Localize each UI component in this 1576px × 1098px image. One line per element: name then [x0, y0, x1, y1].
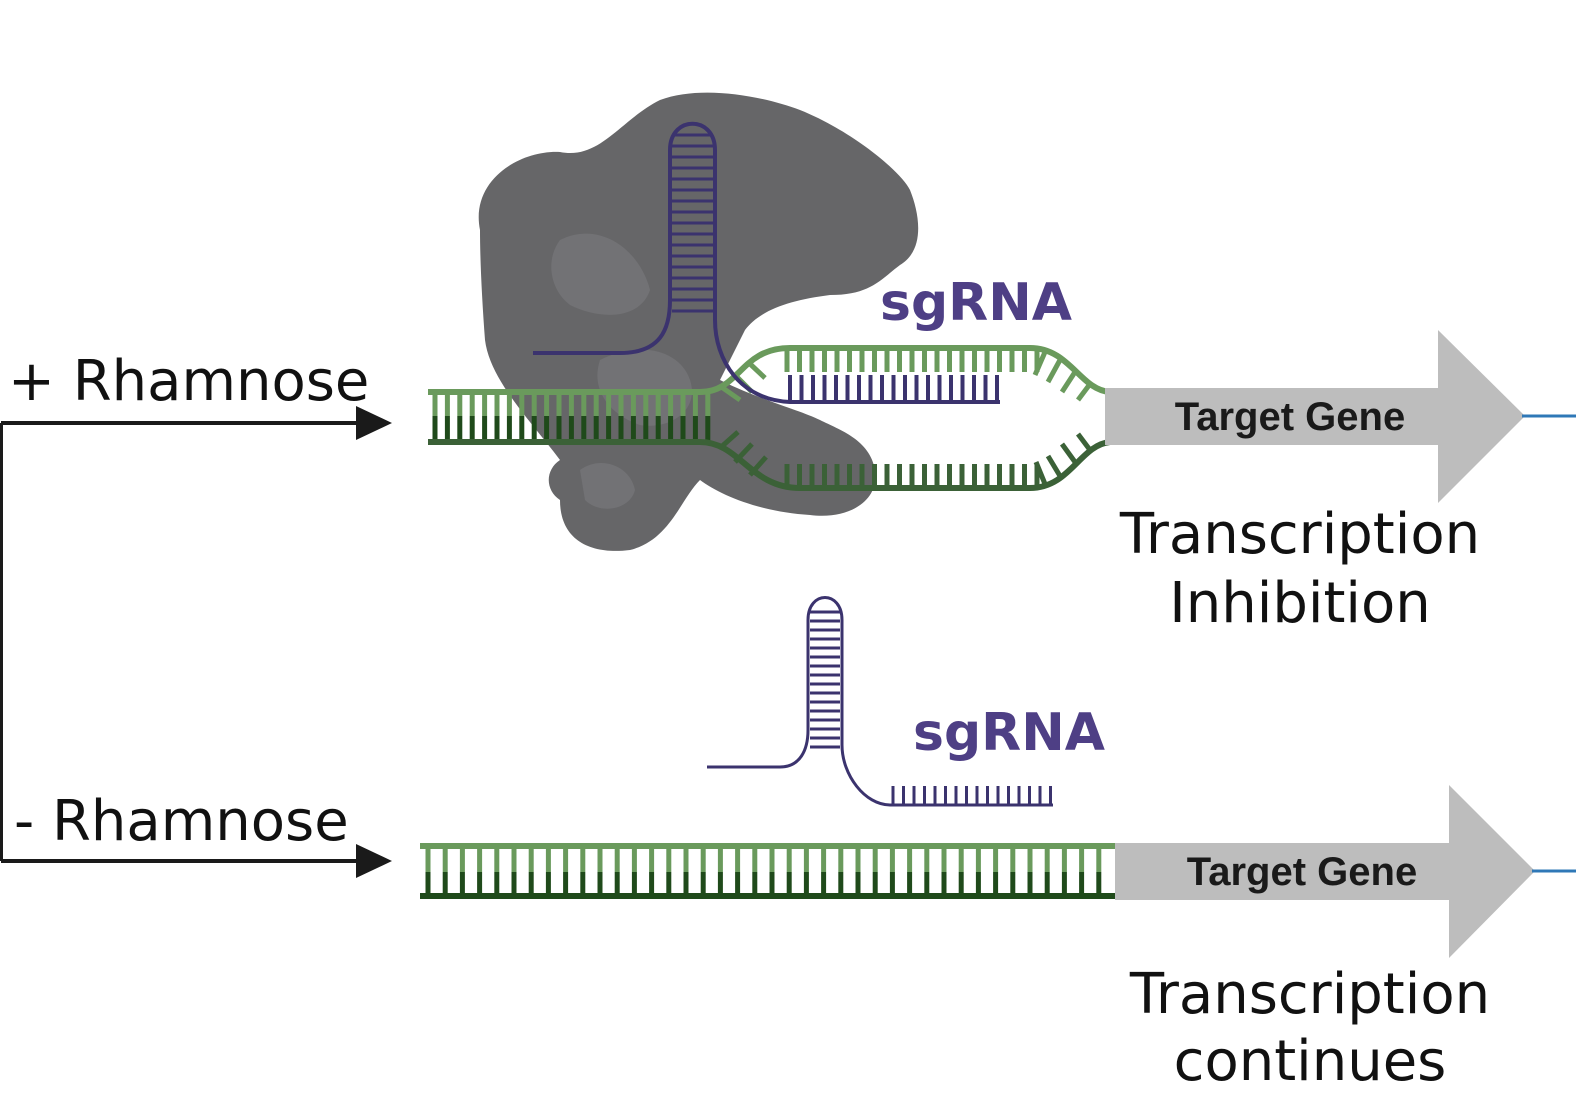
target-gene-arrow-top: Target Gene: [1105, 330, 1576, 503]
dna-rung: [748, 455, 768, 477]
outcome-top-line1: Transcription: [1119, 502, 1480, 567]
dna-rung: [1045, 454, 1063, 478]
condition-bracket: [0, 421, 362, 863]
dna-rung: [1045, 358, 1063, 384]
dna-rung: [1059, 370, 1078, 394]
dna-rung: [733, 442, 754, 464]
target-dna-bound: [428, 345, 1111, 491]
target-gene-arrow-bottom: Target Gene: [1115, 785, 1576, 958]
dna-strand-bottom: [428, 439, 1111, 491]
outcome-bottom-line1: Transcription: [1129, 962, 1490, 1027]
minus-rhamnose-label: - Rhamnose: [14, 789, 349, 854]
outcome-top-line2: Inhibition: [1169, 571, 1430, 636]
minus-arrowhead-icon: [356, 844, 392, 878]
sgrna-free: [707, 596, 1053, 807]
dna-rung: [746, 360, 767, 380]
dna-rung: [1032, 351, 1048, 376]
dcas9-protein: [478, 92, 919, 551]
dna-rung: [718, 383, 742, 403]
dna-rung: [1076, 382, 1092, 402]
target-dna-free: [420, 843, 1117, 899]
dna-rung: [718, 430, 740, 450]
outcome-bottom-line2: continues: [1174, 1029, 1447, 1094]
plus-arrowhead-icon: [356, 406, 392, 440]
dna-rung: [1059, 442, 1078, 464]
target-gene-label-bottom: Target Gene: [1187, 850, 1417, 894]
dna-rung: [1076, 432, 1092, 452]
dna-rung: [1033, 461, 1048, 485]
plus-rhamnose-label: + Rhamnose: [8, 349, 369, 414]
sgrna-strand: [533, 121, 1000, 404]
sgrna-strand: [707, 596, 1053, 807]
sgrna-label-top: sgRNA: [880, 273, 1072, 333]
target-gene-label-top: Target Gene: [1175, 395, 1405, 439]
sgrna-bound: [533, 121, 1000, 404]
sgrna-label-bottom: sgRNA: [913, 703, 1105, 763]
